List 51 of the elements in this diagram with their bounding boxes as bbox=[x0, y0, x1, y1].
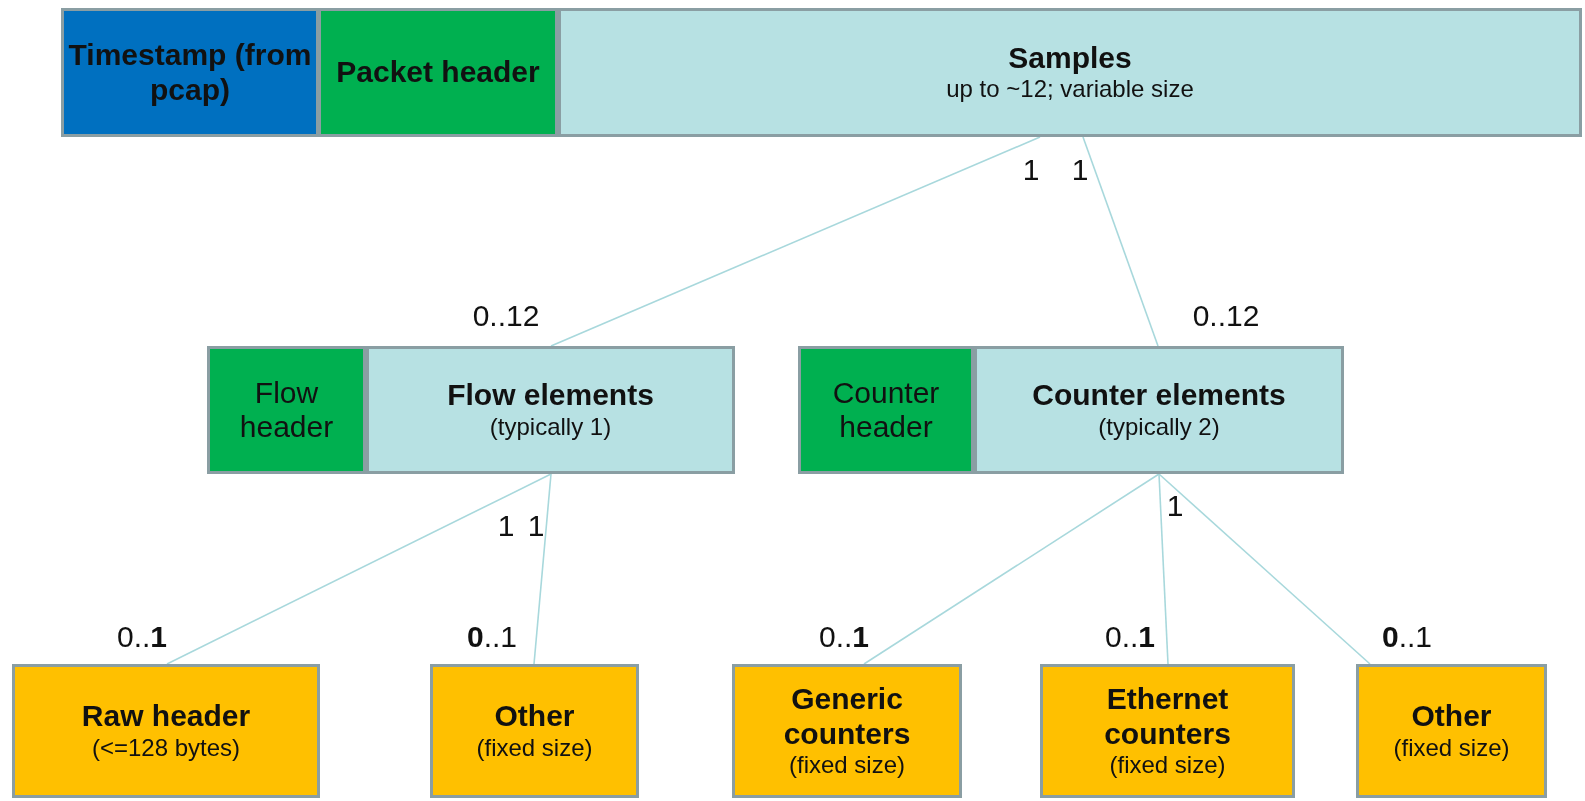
record-box bbox=[430, 664, 639, 798]
connector-line bbox=[1082, 136, 1159, 347]
connector-line bbox=[550, 136, 1041, 347]
box-subtitle: (fixed size) bbox=[1393, 733, 1510, 763]
multiplicity-label: 1 bbox=[1166, 489, 1184, 523]
record-box bbox=[732, 664, 962, 798]
multiplicity-label: 0..1 bbox=[117, 620, 167, 654]
record-box bbox=[12, 664, 320, 798]
record-box bbox=[1040, 664, 1295, 798]
multiplicity-label: 1 bbox=[527, 509, 545, 543]
box-subtitle: (fixed size) bbox=[476, 733, 593, 763]
box-title: Counter header bbox=[831, 375, 941, 445]
box-title: Samples bbox=[1008, 40, 1132, 76]
multiplicity-label: 1 bbox=[1022, 153, 1040, 187]
record-box bbox=[974, 346, 1344, 474]
multiplicity-label: 0..1 bbox=[1382, 620, 1432, 654]
box-title: Other bbox=[494, 699, 575, 734]
header-field bbox=[798, 346, 974, 474]
connector-line bbox=[1158, 473, 1371, 665]
box-title: Generic counters bbox=[782, 682, 912, 752]
record-box bbox=[1356, 664, 1547, 798]
connector-line bbox=[533, 473, 552, 665]
multiplicity-label: 1 bbox=[497, 509, 515, 543]
connector-line bbox=[166, 473, 552, 665]
box-subtitle: up to ~12; variable size bbox=[946, 75, 1194, 105]
box-subtitle: (typically 1) bbox=[489, 412, 612, 442]
header-field bbox=[318, 8, 558, 137]
multiplicity-label: 0..12 bbox=[1192, 299, 1260, 333]
box-title: Timestamp (from pcap) bbox=[67, 38, 313, 107]
box-title: Other bbox=[1411, 699, 1492, 734]
record-field bbox=[558, 8, 1582, 137]
box-title: Raw header bbox=[81, 699, 251, 734]
connector-line bbox=[1158, 473, 1169, 665]
multiplicity-label: 0..1 bbox=[819, 620, 869, 654]
box-title: Counter elements bbox=[1032, 378, 1286, 413]
box-title: Ethernet counters bbox=[1103, 682, 1232, 752]
header-field bbox=[207, 346, 366, 474]
multiplicity-label: 0..1 bbox=[1105, 620, 1155, 654]
box-title: Flow header bbox=[238, 375, 335, 445]
box-subtitle: (<=128 bytes) bbox=[91, 733, 241, 763]
multiplicity-label: 0..1 bbox=[467, 620, 517, 654]
box-title: Flow elements bbox=[447, 378, 654, 413]
connector-line bbox=[863, 473, 1160, 665]
box-subtitle: (fixed size) bbox=[1109, 751, 1226, 780]
box-title: Packet header bbox=[336, 55, 540, 90]
multiplicity-label: 0..12 bbox=[472, 299, 540, 333]
multiplicity-label: 1 bbox=[1071, 153, 1089, 187]
record-box bbox=[366, 346, 735, 474]
header-field bbox=[61, 8, 319, 137]
box-subtitle: (fixed size) bbox=[789, 751, 905, 780]
box-subtitle: (typically 2) bbox=[1098, 412, 1220, 442]
